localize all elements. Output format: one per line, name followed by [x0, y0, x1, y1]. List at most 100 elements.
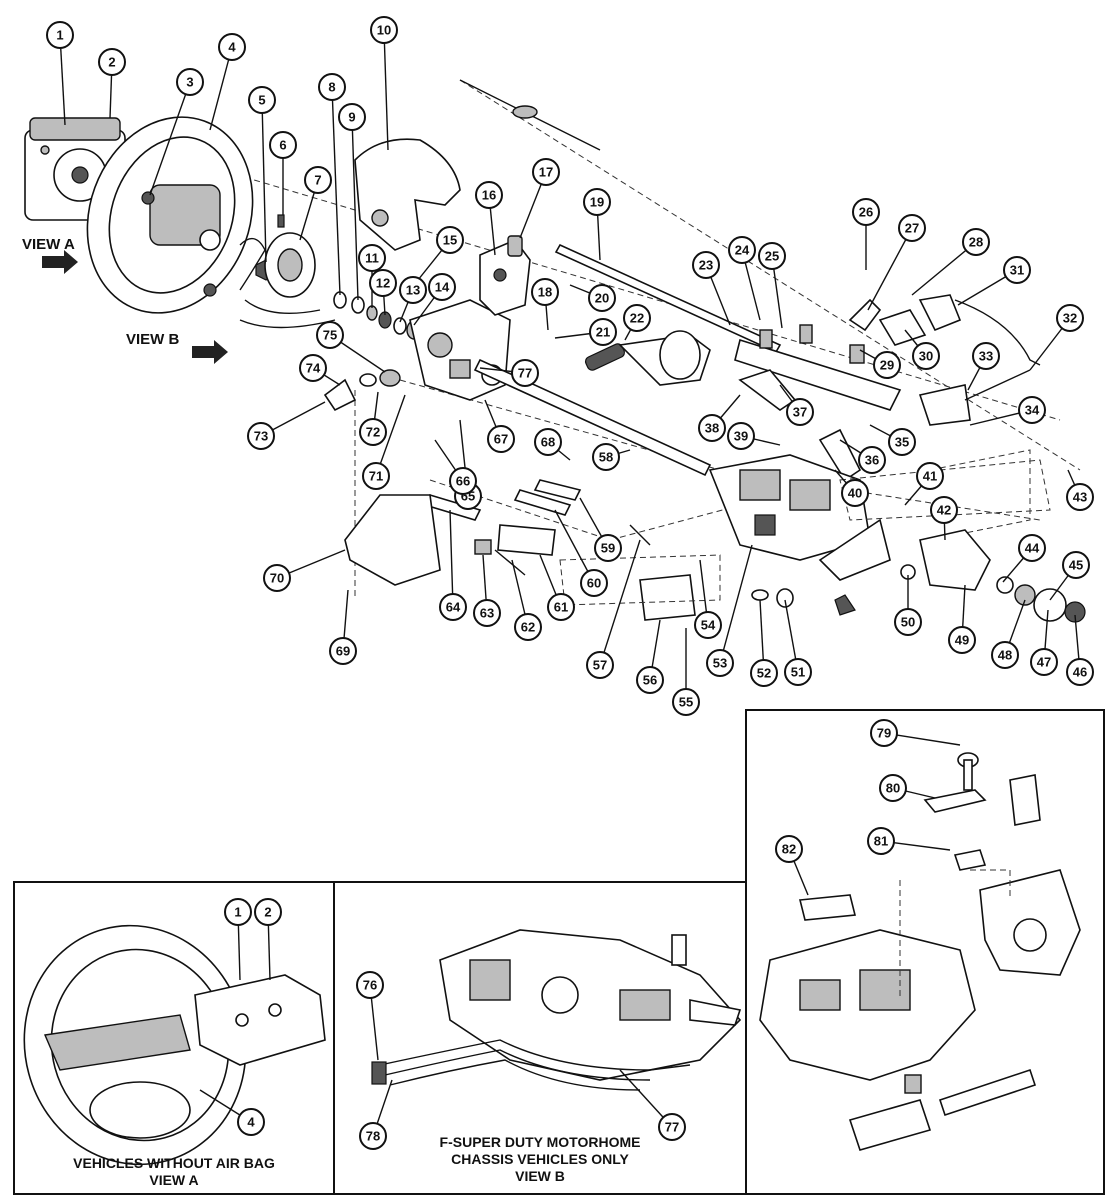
- callout-37: 37: [786, 398, 814, 426]
- callout-34: 34: [1018, 396, 1046, 424]
- lower-shroud: [344, 494, 441, 586]
- callout-42: 42: [930, 496, 958, 524]
- callout-number: 36: [865, 453, 879, 468]
- callout-19: 19: [583, 188, 611, 216]
- callout-circle: [873, 351, 901, 379]
- callout-77: 77: [658, 1113, 686, 1141]
- callout-circle: [912, 342, 940, 370]
- callout-number: 31: [1010, 263, 1024, 278]
- callout-leader: [209, 46, 233, 131]
- callout-circle: [534, 428, 562, 456]
- clockspring: [239, 232, 336, 329]
- callout-leader: [351, 116, 359, 301]
- callout-circle: [370, 16, 398, 44]
- view-b-label: VIEW B: [126, 331, 180, 348]
- callout-circle: [589, 318, 617, 346]
- callout-number: 71: [369, 469, 383, 484]
- callout-circle: [694, 611, 722, 639]
- callout-number: 58: [599, 450, 613, 465]
- callout-leader: [261, 99, 267, 263]
- callout-circle: [972, 342, 1000, 370]
- callout-number: 15: [443, 233, 457, 248]
- view-a-label: VIEW A: [22, 236, 75, 253]
- callout-47: 47: [1030, 648, 1058, 676]
- column-tube: [734, 338, 902, 411]
- callout-70: 70: [263, 564, 291, 592]
- callout-number: 22: [630, 311, 644, 326]
- callout-43: 43: [1066, 483, 1094, 511]
- callout-6: 6: [269, 131, 297, 159]
- callout-leader: [599, 539, 641, 666]
- callout-leader: [331, 86, 341, 296]
- callout-number: 1: [234, 905, 241, 920]
- callout-number: 66: [456, 474, 470, 489]
- callout-circle: [841, 479, 869, 507]
- motorhome-caption-line3: VIEW B: [515, 1168, 565, 1184]
- motorhome-harness-illustration: [371, 929, 742, 1091]
- callout-number: 77: [518, 366, 532, 381]
- callout-number: 70: [270, 571, 284, 586]
- callout-14: 14: [428, 273, 456, 301]
- callout-number: 20: [595, 291, 609, 306]
- callout-number: 7: [314, 173, 321, 188]
- callout-number: 52: [757, 666, 771, 681]
- callout-63: 63: [473, 599, 501, 627]
- callout-circle: [475, 181, 503, 209]
- callout-78: 78: [359, 1122, 387, 1150]
- callout-circle: [888, 428, 916, 456]
- motorhome-caption-line1: F-SUPER DUTY MOTORHOME: [440, 1134, 641, 1150]
- callout-number: 8: [328, 80, 335, 95]
- callout-circle: [338, 103, 366, 131]
- callout-21: 21: [589, 318, 617, 346]
- multifunction-switch: [584, 330, 711, 386]
- callout-circle: [237, 1108, 265, 1136]
- callout-32: 32: [1056, 304, 1084, 332]
- callout-number: 80: [886, 781, 900, 796]
- callout-number: 69: [336, 644, 350, 659]
- callout-31: 31: [1003, 256, 1031, 284]
- callout-number: 37: [793, 405, 807, 420]
- callout-number: 75: [323, 328, 337, 343]
- callout-circle: [586, 651, 614, 679]
- callout-circle: [672, 688, 700, 716]
- callout-58: 58: [592, 443, 620, 471]
- callout-15: 15: [436, 226, 464, 254]
- callout-circle: [858, 446, 886, 474]
- callout-48: 48: [991, 641, 1019, 669]
- callout-36: 36: [858, 446, 886, 474]
- callout-number: 77: [665, 1120, 679, 1135]
- callout-circle: [511, 359, 539, 387]
- callout-13: 13: [399, 276, 427, 304]
- callout-leader: [449, 509, 454, 608]
- callout-27: 27: [898, 214, 926, 242]
- callout-80: 80: [879, 774, 907, 802]
- callout-41: 41: [916, 462, 944, 490]
- callout-68: 68: [534, 428, 562, 456]
- callout-number: 2: [108, 55, 115, 70]
- callout-35: 35: [888, 428, 916, 456]
- callout-circle: [698, 414, 726, 442]
- callout-number: 44: [1025, 541, 1040, 556]
- view-b-indicator: VIEW B: [126, 331, 228, 364]
- callout-75: 75: [316, 321, 344, 349]
- callout-circle: [473, 599, 501, 627]
- callout-number: 53: [713, 656, 727, 671]
- callout-circle: [916, 462, 944, 490]
- callout-circle: [487, 425, 515, 453]
- callout-number: 42: [937, 503, 951, 518]
- callout-57: 57: [586, 651, 614, 679]
- callout-24: 24: [728, 236, 756, 264]
- callout-number: 38: [705, 421, 719, 436]
- callout-circle: [263, 564, 291, 592]
- callout-number: 18: [538, 285, 552, 300]
- callout-53: 53: [706, 649, 734, 677]
- callout-number: 78: [366, 1129, 380, 1144]
- callout-number: 5: [258, 93, 265, 108]
- callout-circle: [299, 354, 327, 382]
- callout-71: 71: [362, 462, 390, 490]
- callout-number: 10: [377, 23, 391, 38]
- callout-number: 61: [554, 600, 568, 615]
- callout-circle: [588, 284, 616, 312]
- callout-circle: [1062, 551, 1090, 579]
- callout-51: 51: [784, 658, 812, 686]
